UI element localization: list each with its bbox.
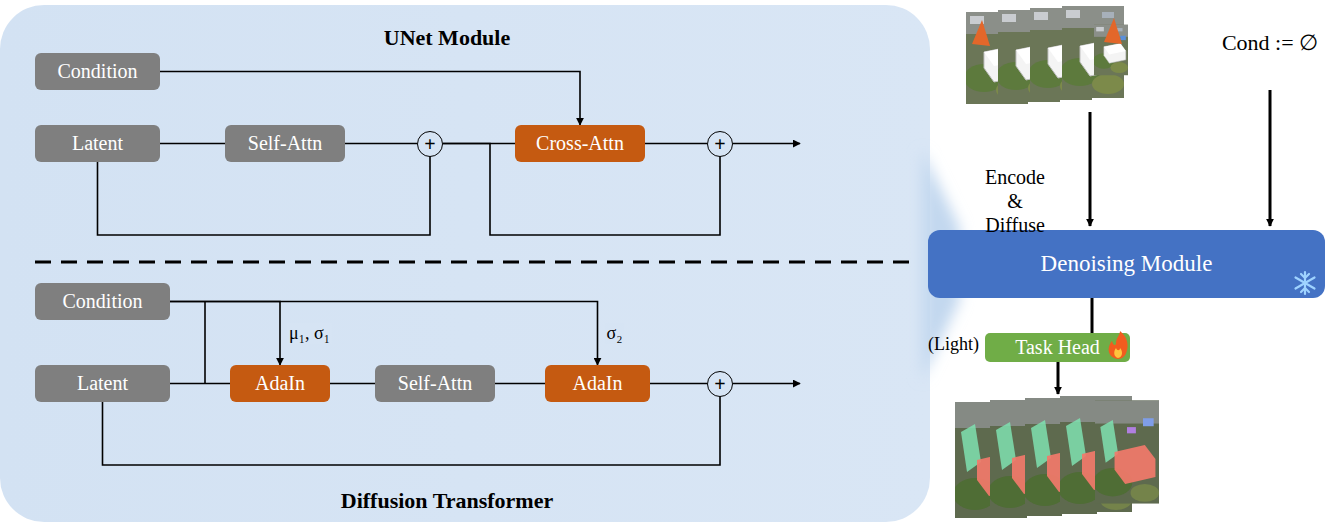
connector: [330, 383, 375, 385]
input-frames: [964, 6, 1128, 104]
task-head: Task Head: [985, 333, 1130, 362]
connector: [170, 302, 280, 366]
box-label: Latent: [72, 132, 123, 155]
note-label: (Light): [928, 334, 979, 355]
box-label: Condition: [57, 60, 137, 83]
condition-box: Condition: [35, 53, 160, 90]
merge-wire: [204, 302, 206, 384]
box-label: AdaIn: [255, 372, 305, 395]
attention-box: Self-Attn: [225, 125, 345, 162]
edge-label: σ₂: [605, 323, 625, 344]
video-frame: [1093, 400, 1159, 503]
connector: [645, 143, 707, 145]
frozen-icon: [1296, 272, 1315, 294]
connector: [170, 302, 598, 366]
connector: [345, 143, 417, 145]
connector: [170, 383, 230, 385]
connector: [98, 157, 431, 236]
sum-sign: +: [424, 134, 435, 154]
connector: [103, 397, 721, 466]
cone-object: [972, 20, 990, 46]
connector: [160, 72, 580, 126]
latent-box: Latent: [35, 365, 170, 402]
sum-circle: +: [707, 131, 733, 157]
output-arrow: [1057, 360, 1060, 394]
box-label: Condition: [62, 290, 142, 313]
denoising-module: Denoising Module: [928, 230, 1325, 298]
attention-box: Cross-Attn: [515, 125, 645, 162]
trainable-icon: [1109, 331, 1128, 359]
connector: [495, 383, 545, 385]
edge-label: μ₁, σ₁: [287, 323, 332, 344]
output-arrow: [733, 383, 800, 385]
connector: [160, 143, 225, 145]
box-label: Latent: [77, 372, 128, 395]
panel-ground: [0, 5, 930, 522]
latent-box: Latent: [35, 125, 160, 162]
box-label: Self-Attn: [398, 372, 472, 395]
sum-circle: +: [707, 371, 733, 397]
box-label: Self-Attn: [248, 132, 322, 155]
box-label: Cross-Attn: [536, 132, 624, 155]
cone-object: [1104, 18, 1122, 44]
box-label: Denoising Module: [1041, 251, 1213, 277]
input-arrow: [1089, 112, 1092, 226]
input-arrow: [1269, 90, 1272, 226]
output-frames: [953, 396, 1159, 518]
adain-box: AdaIn: [230, 365, 330, 402]
sum-circle: +: [417, 131, 443, 157]
condition-label: Cond := ∅: [1222, 30, 1318, 56]
condition-box: Condition: [35, 283, 170, 320]
output-arrow: [733, 143, 800, 145]
step-label: Encode & Diffuse: [979, 165, 1051, 237]
connector: [650, 383, 707, 385]
attention-box: Self-Attn: [375, 365, 495, 402]
sum-sign: +: [714, 134, 725, 154]
panel-title: UNet Module: [0, 25, 894, 51]
box-label: AdaIn: [573, 372, 623, 395]
dashed-separator: [35, 261, 912, 264]
adain-box: AdaIn: [545, 365, 650, 402]
box-label: Task Head: [1015, 336, 1100, 359]
sum-sign: +: [714, 374, 725, 394]
panel-title: Diffusion Transformer: [0, 488, 894, 514]
connector: [1091, 298, 1094, 333]
module-panel: UNet ModuleDiffusion Transformer Conditio…: [0, 5, 930, 522]
